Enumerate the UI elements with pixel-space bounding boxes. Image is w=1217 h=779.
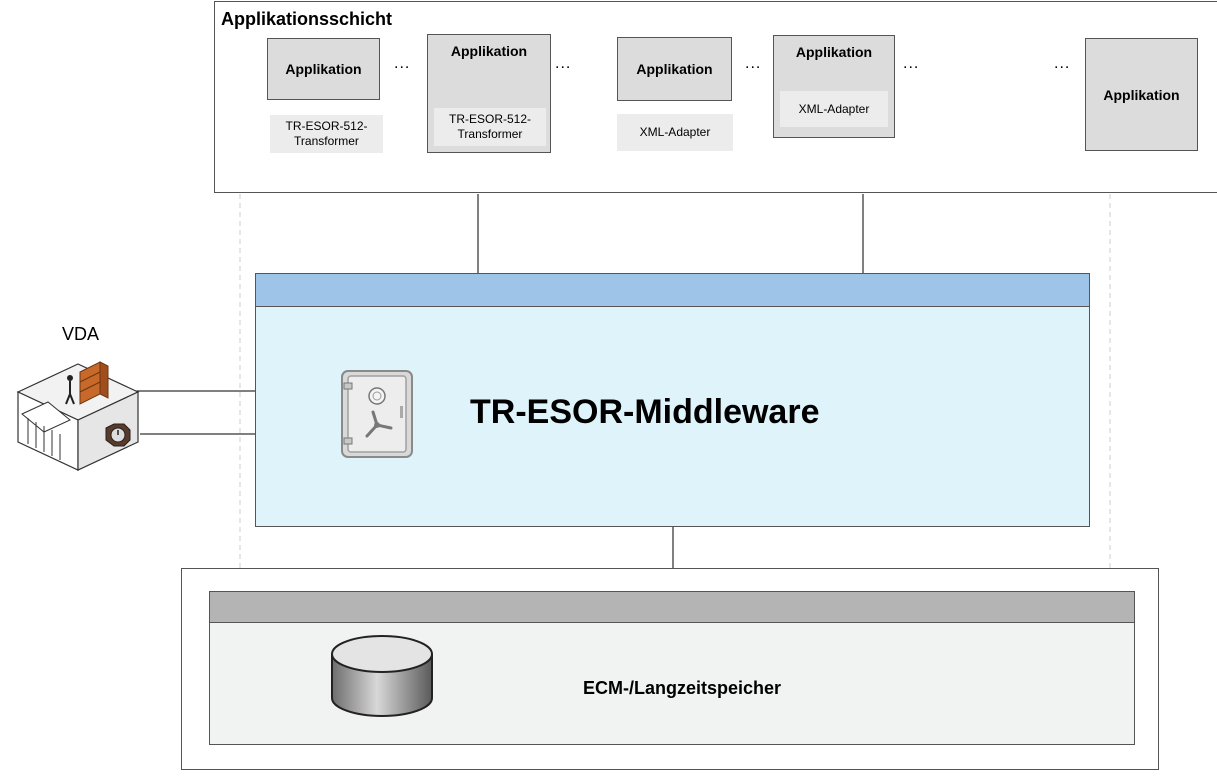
building-icon — [16, 361, 140, 471]
app-box-label: Applikation — [1103, 86, 1180, 103]
app-box-1[interactable]: Applikation — [267, 38, 380, 100]
app-sub-label-4: XML-Adapter — [780, 91, 888, 127]
app-box-label: Applikation — [450, 43, 528, 59]
storage-header — [209, 591, 1135, 623]
safe-icon — [341, 370, 413, 458]
app-box-label: Applikation — [795, 44, 873, 60]
middleware-header — [255, 273, 1090, 307]
ellipsis: ... — [555, 55, 572, 72]
database-icon — [331, 635, 433, 717]
application-layer-title: Applikationsschicht — [221, 9, 393, 29]
app-sub-label-1: TR-ESOR-512- Transformer — [270, 115, 383, 153]
app-sub-label-2: TR-ESOR-512- Transformer — [434, 108, 546, 146]
storage-title: ECM-/Langzeitspeicher — [583, 678, 782, 698]
middleware-title: TR-ESOR-Middleware — [470, 393, 820, 431]
vda-label: VDA — [62, 324, 100, 344]
ellipsis: ... — [1054, 55, 1071, 72]
app-box-label: Applikation — [636, 61, 713, 77]
app-sub-label-3: XML-Adapter — [617, 114, 733, 151]
app-box-5[interactable]: Applikation — [1085, 38, 1198, 151]
ellipsis: ... — [745, 55, 762, 72]
ellipsis: ... — [903, 55, 920, 72]
ellipsis: ... — [394, 55, 411, 72]
app-box-label: Applikation — [285, 61, 362, 77]
app-box-3[interactable]: Applikation — [617, 37, 732, 101]
